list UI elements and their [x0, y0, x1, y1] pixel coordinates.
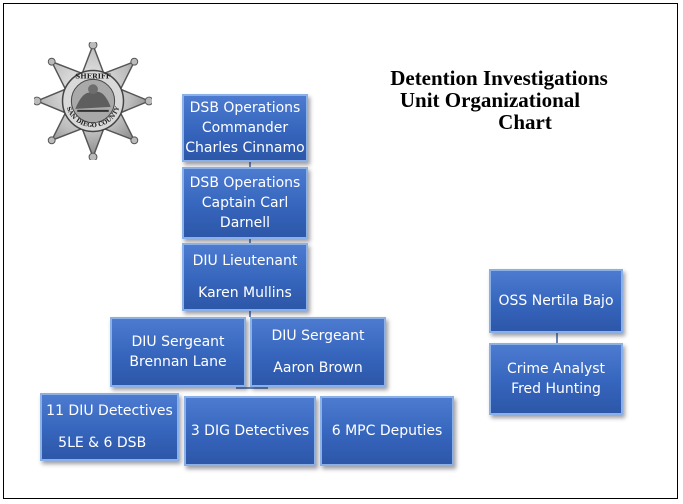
- node-captain-line-3: Darnell: [219, 215, 271, 231]
- badge-sheriff-text: SHERIFF: [75, 72, 111, 80]
- node-sergeant-brown-line-1: DIU Sergeant: [271, 328, 365, 344]
- slide-frame: SHERIFF SAN DIEGO COUNTY Detention Inves…: [3, 3, 678, 499]
- node-lieutenant-line-2: Karen Mullins: [198, 285, 292, 301]
- node-lieutenant: DIU Lieutenant Karen Mullins: [182, 243, 308, 311]
- node-dig-detectives-line-1: 3 DIG Detectives: [190, 423, 310, 439]
- connector-analyst-stack: [556, 331, 558, 343]
- node-diu-detectives-line-1: 11 DIU Detectives: [46, 403, 173, 419]
- node-sergeant-lane-line-2: Brennan Lane: [129, 354, 227, 370]
- title-line-3: Chart: [498, 110, 552, 134]
- node-commander: DSB Operations Commander Charles Cinnamo: [182, 94, 308, 162]
- node-captain-line-1: DSB Operations: [189, 175, 301, 191]
- node-lieutenant-line-1: DIU Lieutenant: [192, 253, 298, 269]
- node-mpc-deputies: 6 MPC Deputies: [320, 396, 454, 466]
- connector-sergeants-row: [236, 387, 268, 389]
- node-captain-line-2: Captain Carl: [201, 195, 289, 211]
- node-captain: DSB Operations Captain Carl Darnell: [182, 167, 308, 239]
- node-sergeant-brown-line-2: Aaron Brown: [273, 360, 363, 376]
- node-diu-detectives-line-2: 5LE & 6 DSB: [58, 435, 147, 451]
- node-sergeant-lane-line-1: DIU Sergeant: [131, 334, 225, 350]
- sheriff-badge-icon: SHERIFF SAN DIEGO COUNTY: [34, 42, 152, 160]
- connector-lieutenant-sergeants: [249, 309, 251, 317]
- node-crime-analyst-line-1: Crime Analyst: [506, 361, 606, 377]
- connector-captain-lieutenant: [249, 237, 251, 243]
- node-oss-line-1: OSS Nertila Bajo: [498, 293, 614, 309]
- node-dig-detectives: 3 DIG Detectives: [184, 396, 316, 466]
- node-commander-line-3: Charles Cinnamo: [185, 140, 305, 156]
- node-sergeant-brown: DIU Sergeant Aaron Brown: [250, 317, 386, 387]
- chart-title: Detention Investigations Unit Organizati…: [334, 67, 664, 133]
- node-sergeant-lane: DIU Sergeant Brennan Lane: [110, 317, 246, 387]
- node-crime-analyst-line-2: Fred Hunting: [511, 381, 601, 397]
- node-commander-line-2: Commander: [201, 120, 289, 136]
- title-line-1: Detention Investigations: [390, 66, 608, 90]
- node-oss: OSS Nertila Bajo: [489, 269, 623, 333]
- node-mpc-deputies-line-1: 6 MPC Deputies: [331, 423, 443, 439]
- title-line-2: Unit Organizational: [399, 88, 581, 112]
- node-commander-line-1: DSB Operations: [189, 100, 301, 116]
- node-diu-detectives: 11 DIU Detectives 5LE & 6 DSB: [40, 393, 179, 461]
- node-crime-analyst: Crime Analyst Fred Hunting: [489, 343, 623, 415]
- connector-commander-captain: [249, 161, 251, 167]
